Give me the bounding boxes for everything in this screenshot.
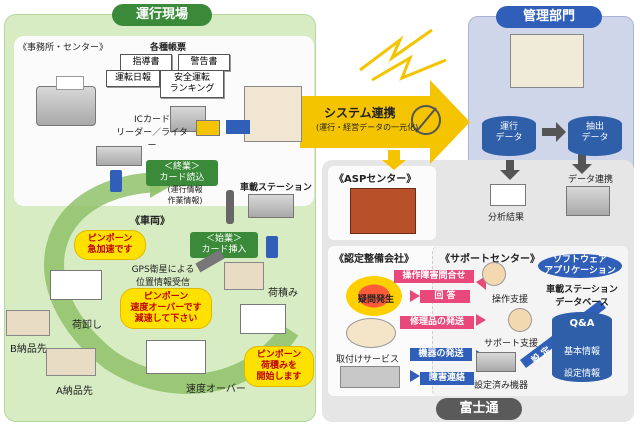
asp-label: 《ASPセンター》 xyxy=(334,174,417,185)
card-reader-icon xyxy=(196,120,220,136)
hand-device-icon xyxy=(226,190,234,224)
repair-bar: 修理品の発送 xyxy=(400,316,474,329)
b-dest-label: B納品先 xyxy=(10,344,47,355)
op-support-label: 操作支援 xyxy=(492,295,529,305)
certified-label: 《認定整備会社》 xyxy=(334,254,414,265)
db-down-arrow-2 xyxy=(572,154,592,174)
asp-building-icon xyxy=(350,188,416,234)
db-down-arrow xyxy=(500,160,520,180)
extract-data-db: 抽出 データ xyxy=(568,116,622,156)
signal-line-2 xyxy=(371,54,447,82)
vehicle-label: 《車両》 xyxy=(130,216,170,227)
mechanic-icon xyxy=(346,318,396,348)
truck-right-icon xyxy=(240,304,286,334)
management-pc-icon xyxy=(566,186,610,216)
warehouse-icon xyxy=(224,262,264,290)
forms-title: 各種帳票 xyxy=(150,43,187,53)
bubble-speed: ピンポーン 速度オーバーです 減速して下さい xyxy=(120,288,212,329)
printer-icon xyxy=(36,86,96,126)
fault-bar: 障害連絡 xyxy=(420,372,474,385)
support-assist-label: サポート支援 xyxy=(484,339,539,349)
system-link-title: システム連携 xyxy=(324,106,396,120)
analysis-label: 分析結果 xyxy=(488,213,525,223)
onboard-db-label: 車載ステーション データベース xyxy=(546,285,618,308)
basic-info-label: 基本情報 xyxy=(563,347,600,357)
support-db-icon xyxy=(552,312,612,382)
operator-icon xyxy=(482,262,506,286)
office-building-icon xyxy=(244,86,302,142)
form-guidance: 指導書 xyxy=(120,54,172,71)
form-safety-ranking: 安全運転 ランキング xyxy=(160,70,224,98)
configured-label: 設定済み機器 xyxy=(474,381,529,391)
loading-label: 荷積み xyxy=(268,288,298,299)
onboard-station-icon xyxy=(248,194,294,218)
support-staff-icon xyxy=(508,308,532,332)
onboard-station-label: 車載ステーション xyxy=(240,183,312,193)
support-label: 《サポートセンター》 xyxy=(440,254,540,265)
headquarters-building-icon xyxy=(510,34,584,88)
unloading-label: 荷卸し xyxy=(72,320,102,331)
asp-arrow xyxy=(382,150,406,170)
install-service-label: 取付けサービス xyxy=(336,355,400,365)
bubble-start-loading: ピンポーン 荷積みを 開始します xyxy=(244,346,314,387)
signal-line-1 xyxy=(359,28,433,72)
trouble-burst-icon xyxy=(346,276,402,316)
ic-card-start-icon xyxy=(266,236,278,258)
bubble-accel: ピンポーン 急加速です xyxy=(74,230,146,260)
ship-bar: 機器の発送 xyxy=(410,348,472,361)
link-circle xyxy=(411,105,441,135)
field-header: 運行現場 xyxy=(112,4,212,26)
form-daily-report: 運転日報 xyxy=(106,70,160,87)
store-a-icon xyxy=(46,348,96,376)
install-truck-icon xyxy=(340,366,400,388)
data-link-label: データ連携 xyxy=(568,175,614,185)
management-header: 管理部門 xyxy=(496,6,602,28)
running-data-db: 運行 データ xyxy=(482,116,536,156)
settings-info-label: 設定情報 xyxy=(563,369,600,379)
office-label: 《事務所・センター》 xyxy=(18,43,109,53)
ic-reader-label: ICカード リーダー／ライター xyxy=(116,115,188,151)
answer-bar: 回 答 xyxy=(420,290,470,303)
inquiry-bar: 操作障害問合せ xyxy=(394,270,474,283)
db-arrow xyxy=(542,122,566,142)
configured-device-icon xyxy=(476,352,516,372)
system-link-sub: (運行・経営データの一元化) xyxy=(316,123,419,132)
vehicle-cycle-arrow xyxy=(44,172,299,394)
software-oval: ソフトウェア アプリケーション xyxy=(538,254,622,278)
start-card-box: ＜始業＞ カード挿入 xyxy=(190,232,258,258)
end-card-sub: (運行情報 作業情報) xyxy=(167,185,203,205)
ic-card-icon xyxy=(110,170,122,192)
speed-over-label: 速度オーバー xyxy=(186,384,246,395)
system-link-arrow xyxy=(300,80,470,164)
gps-label: GPS衛星による 位置情報受信 xyxy=(131,265,195,288)
form-warning: 警告書 xyxy=(178,54,230,71)
analysis-doc-icon xyxy=(490,184,526,206)
qa-label: Q&A xyxy=(569,318,595,329)
trouble-label: 疑問発生 xyxy=(358,295,395,305)
store-b-icon xyxy=(6,310,50,336)
fujitsu-header: 富士通 xyxy=(436,398,522,420)
a-dest-label: A納品先 xyxy=(56,386,93,397)
truck-bottom-icon xyxy=(146,340,206,374)
end-card-box: ＜終業＞ カード読込 xyxy=(146,160,218,186)
truck-left-icon xyxy=(50,270,102,300)
office-truck-icon xyxy=(226,120,250,134)
reader-writer-icon xyxy=(96,146,142,166)
